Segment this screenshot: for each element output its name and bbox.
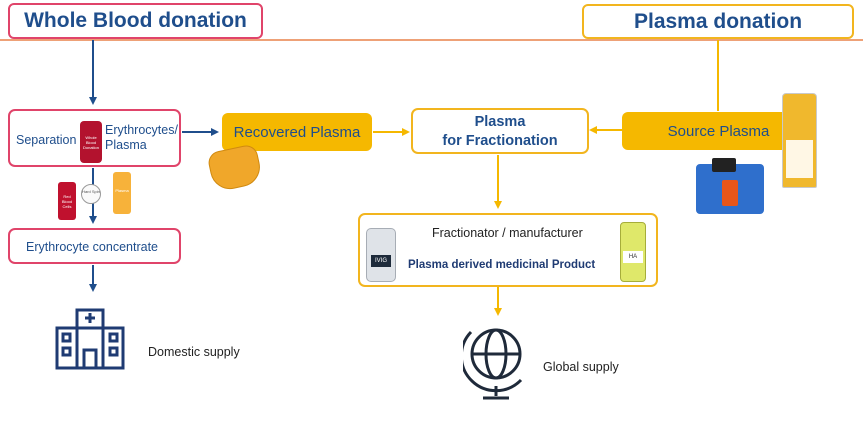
ivig-vial-icon: IVIG bbox=[366, 228, 396, 282]
separation-label: Separation bbox=[16, 133, 77, 147]
fractionator-box bbox=[358, 213, 658, 287]
erythrocyte-concentrate-box bbox=[8, 228, 181, 264]
source-plasma-label: Source Plasma bbox=[667, 122, 770, 140]
separation-output-label: Erythrocytes/ Plasma bbox=[105, 123, 178, 152]
recovered-plasma-label: Recovered Plasma bbox=[233, 123, 361, 141]
domestic-supply-label: Domestic supply bbox=[148, 345, 240, 359]
plasma-donation-header: Plasma donation bbox=[582, 4, 854, 39]
bottle-label-area bbox=[786, 140, 813, 178]
hard-spin-icon: Hard Spin bbox=[81, 184, 101, 204]
centrifuge-illustration: Red Blood Cells Hard Spin Plasma bbox=[55, 170, 135, 230]
plasma-for-fractionation-box bbox=[411, 108, 589, 154]
whole-blood-donation-header: Whole Blood donation bbox=[8, 3, 263, 39]
hospital-icon bbox=[55, 308, 125, 370]
ivig-vial-label: IVIG bbox=[371, 255, 391, 267]
rbc-bag-label: Red Blood Cells bbox=[61, 194, 73, 209]
fractionator-title: Fractionator / manufacturer bbox=[432, 226, 583, 240]
plasma-for-fractionation-label: Plasma for Fractionation bbox=[442, 114, 558, 149]
ha-vial-label: HA bbox=[623, 251, 643, 263]
source-plasma-bottle-icon bbox=[782, 93, 817, 188]
plasma-bag-icon: Plasma bbox=[113, 172, 131, 214]
whole-blood-donation-title: Whole Blood donation bbox=[24, 9, 247, 32]
whole-blood-bag-label: Whole Blood Donation bbox=[82, 135, 99, 150]
device-container bbox=[722, 180, 738, 206]
whole-blood-bag-icon: Whole Blood Donation bbox=[80, 121, 102, 163]
globe-icon bbox=[463, 328, 523, 400]
plasma-derived-product-label: Plasma derived medicinal Product bbox=[408, 259, 596, 271]
plasmapheresis-device-icon bbox=[696, 158, 764, 214]
plasma-donation-title: Plasma donation bbox=[633, 9, 803, 33]
global-supply-label: Global supply bbox=[543, 360, 619, 374]
hard-spin-label: Hard Spin bbox=[82, 189, 100, 194]
plasma-bag-label: Plasma bbox=[115, 188, 129, 193]
rbc-bag-icon: Red Blood Cells bbox=[58, 182, 76, 220]
ha-vial-icon: HA bbox=[620, 222, 646, 282]
erythrocyte-concentrate-label: Erythrocyte concentrate bbox=[26, 240, 159, 254]
device-screen bbox=[712, 158, 736, 172]
